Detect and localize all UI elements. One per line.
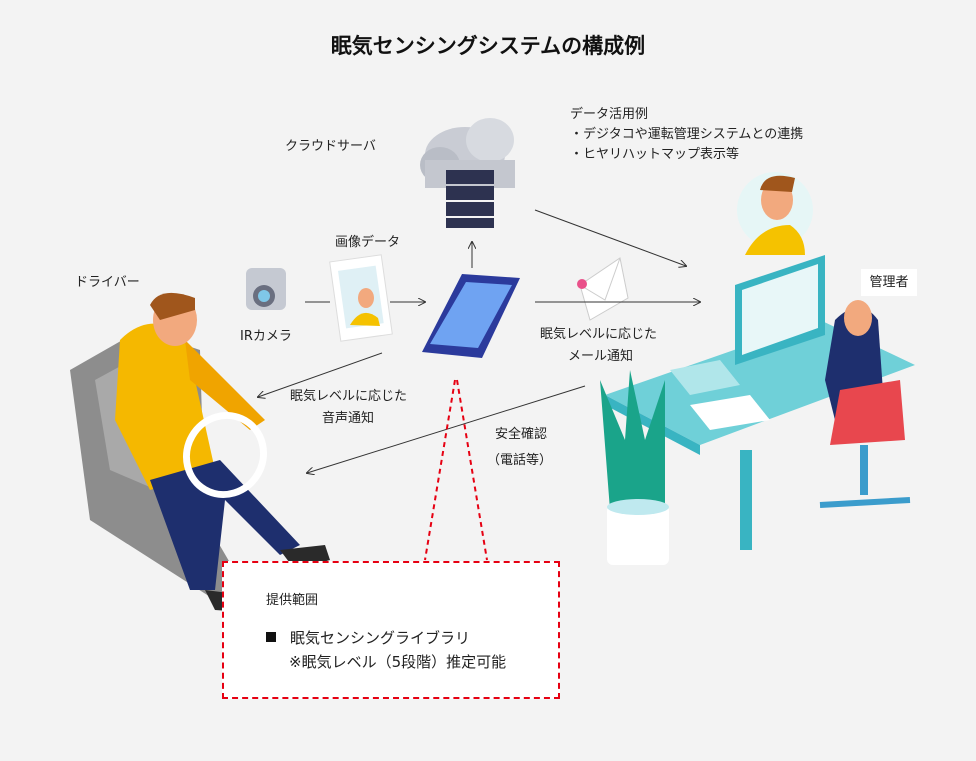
voice-notice-label: 音声通知 [322,411,375,426]
mail-notice-label: 眠気レベルに応じた [540,327,658,342]
cloud-server-label: クラウドサーバ [285,139,376,154]
smartphone-icon [422,274,520,358]
image-data-icon [329,254,393,342]
mail-icon [577,257,629,321]
bullet-square-icon [266,632,276,642]
manager-avatar-icon [737,172,813,255]
data-usage-item: ・デジタコや運転管理システムとの連携 [570,127,804,142]
ir-camera-label: IRカメラ [240,329,292,344]
scope-title: 提供範囲 [266,593,319,608]
safety-check-label: （電話等） [487,453,553,468]
manager-label: 管理者 [861,269,917,296]
scope-item: 眠気センシングライブラリ [266,627,470,648]
safety-check-label: 安全確認 [495,427,548,442]
scope-item-label: 眠気センシングライブラリ [290,629,471,647]
scope-note: ※眠気レベル（5段階）推定可能 [289,653,507,671]
mail-notice-label: メール通知 [568,349,634,364]
driver-illustration [70,292,330,612]
flow-arrows [258,209,700,473]
page-title: 眠気センシングシステムの構成例 [330,34,646,58]
cloud-server-icon [420,118,515,228]
data-usage-item: ・ヒヤリハットマップ表示等 [570,147,740,162]
data-usage-title: データ活用例 [570,107,649,122]
image-data-label: 画像データ [335,235,401,250]
plant-illustration [600,370,669,565]
ir-camera-icon [246,268,286,310]
voice-notice-label: 眠気レベルに応じた [290,389,408,404]
manager-desk-illustration [605,255,915,550]
driver-label: ドライバー [75,275,140,290]
scope-connector-lines [424,379,488,561]
scope-box: 提供範囲 眠気センシングライブラリ ※眠気レベル（5段階）推定可能 [222,561,560,699]
